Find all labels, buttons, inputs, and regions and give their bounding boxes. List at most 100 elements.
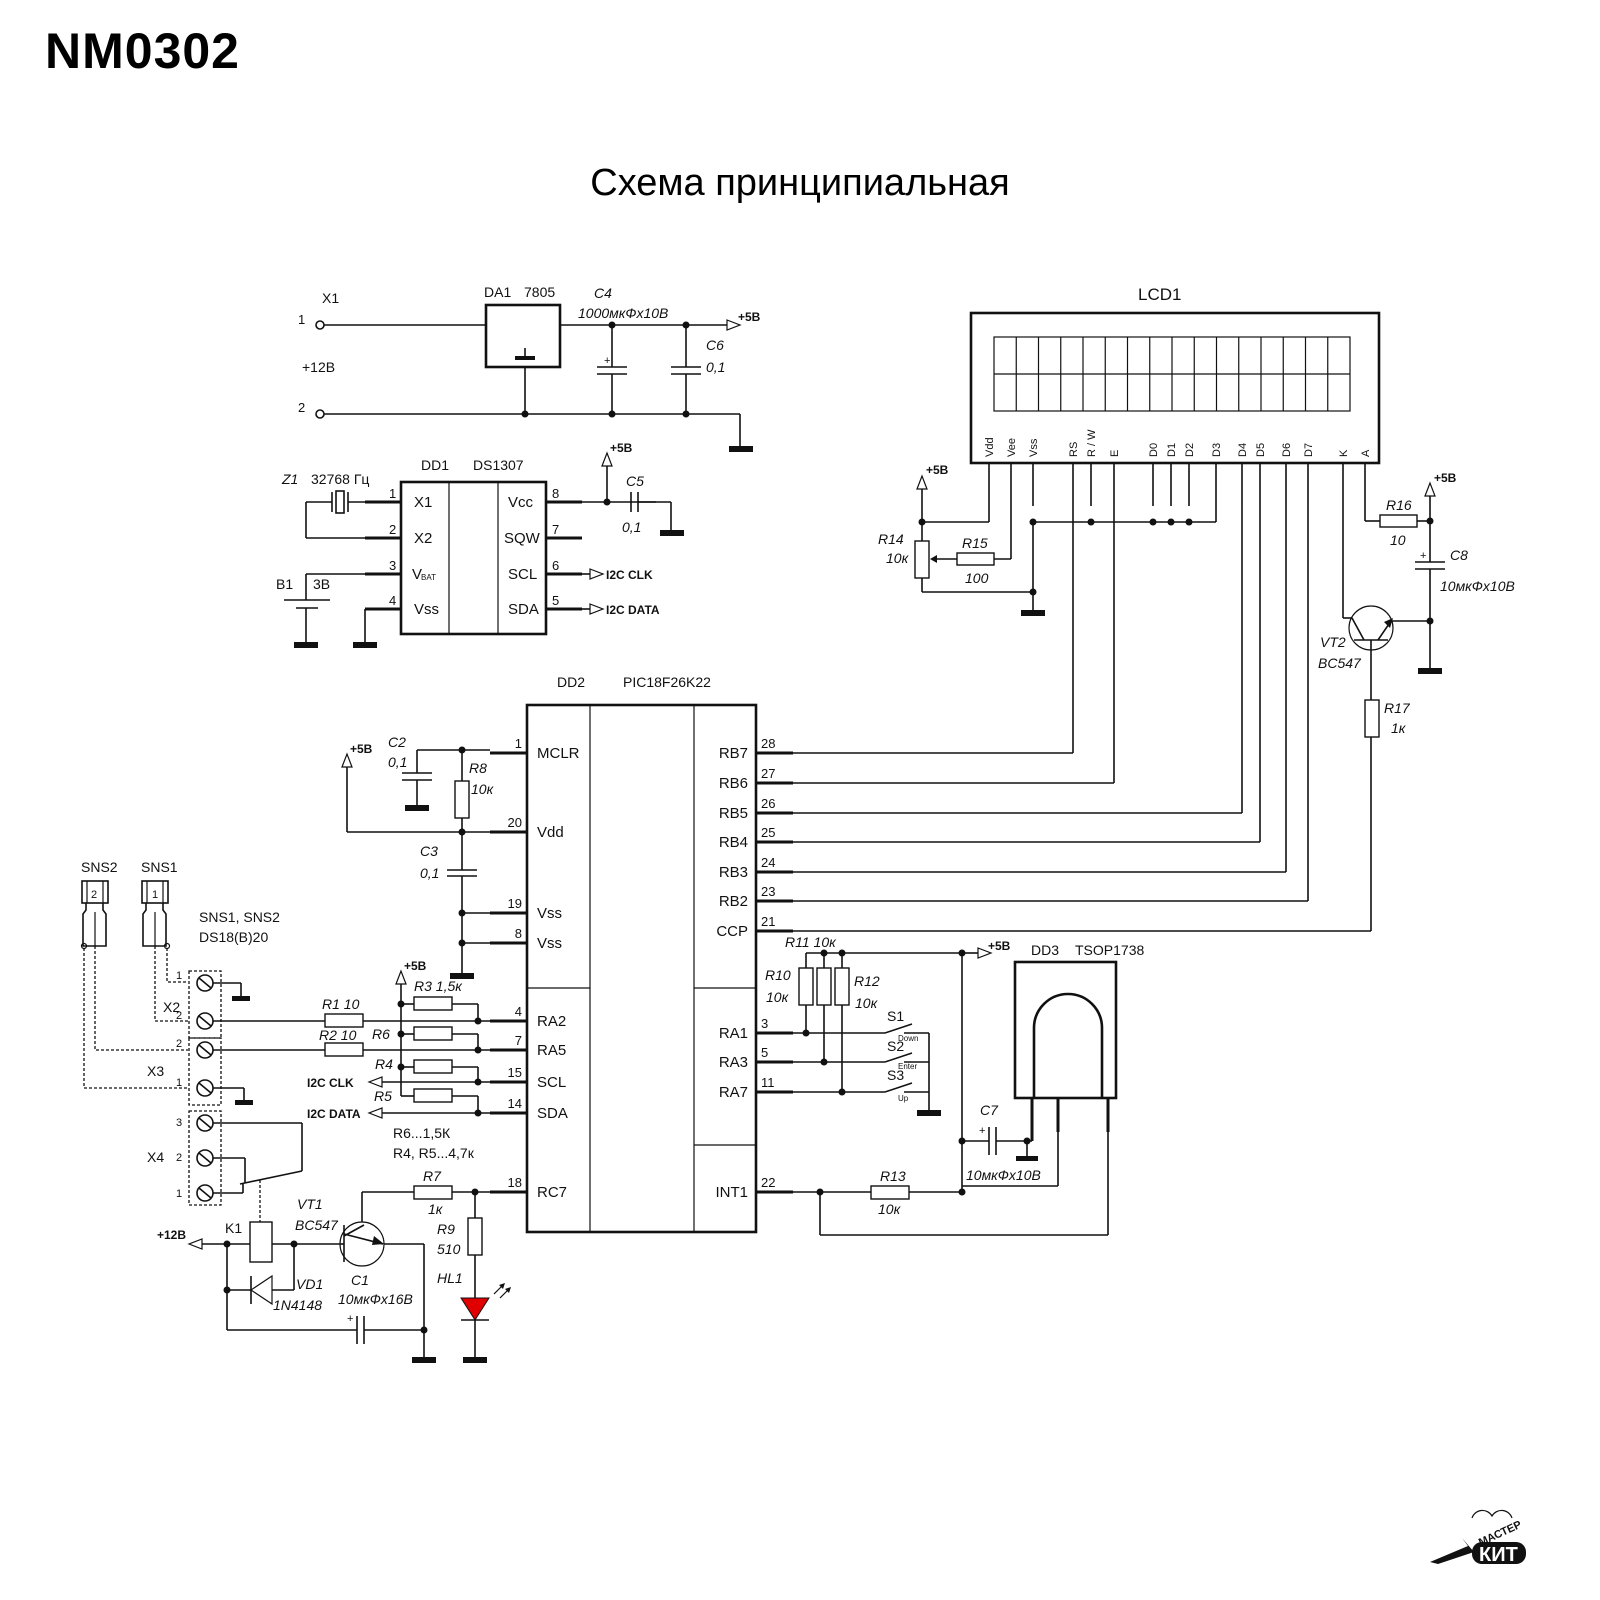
x3-ref: X3 [147, 1063, 164, 1079]
c5-value: 0,1 [622, 519, 641, 535]
r3-resistor [413, 996, 453, 1011]
lcd-ref: LCD1 [1138, 285, 1181, 304]
hl1-ref: HL1 [437, 1270, 463, 1286]
x1-pin1: 1 [298, 312, 305, 327]
lcd-pin-label: Vdd [984, 437, 996, 457]
mcu-pin-num: 19 [508, 896, 522, 911]
rtc-chip-ds1307 [399, 480, 548, 636]
mcu-pin-name: RA5 [537, 1042, 566, 1059]
lcd-pin-label: D1 [1166, 443, 1178, 457]
svg-text:+: + [347, 1313, 353, 1325]
relay-section: X4 3 2 1 K1 +12В VD1 1N414 [147, 1110, 527, 1363]
r14-ref: R14 [878, 531, 904, 547]
diode-vd1-icon [249, 1274, 273, 1306]
mcu-pin-num: 23 [761, 884, 775, 899]
sensor-note-1: SNS1, SNS2 [199, 909, 280, 925]
svg-text:+: + [979, 1125, 985, 1137]
r5-label: R5 [374, 1088, 392, 1104]
mcu-i2c-clk-net: I2C CLK [307, 1076, 354, 1090]
mcu-pin-name: SCL [537, 1074, 566, 1091]
mcu-pin-num: 7 [515, 1033, 522, 1048]
x3-pin1: 1 [176, 1077, 182, 1089]
r15-ref: R15 [962, 535, 988, 551]
c1-ref: C1 [351, 1272, 369, 1288]
k1-ref: K1 [225, 1220, 242, 1236]
i2c-clk-arrow-icon [589, 568, 605, 580]
r6-resistor [413, 1026, 453, 1041]
mcu-pin-num: 5 [761, 1045, 768, 1060]
c8-ref: C8 [1450, 547, 1468, 563]
mcu-rail-label: +5В [350, 742, 373, 756]
lcd-pin-label: RS [1068, 442, 1080, 457]
mcu-section: DD2 PIC18F26K22 1MCLR20Vdd19Vss8Vss4RA27… [341, 506, 1371, 1234]
rtc-left-pins: 1 X1 2 X2 3 V BAT 4 Vss [365, 486, 439, 618]
voltage-regulator-7805 [484, 303, 562, 369]
c6-ref: C6 [706, 337, 724, 353]
rtc-pin-name: X2 [414, 530, 432, 547]
mcu-pin-num: 8 [515, 926, 522, 941]
dd1-ref: DD1 [421, 457, 449, 473]
relay-coil-k1 [249, 1221, 273, 1263]
x1-terminal-2 [315, 409, 325, 419]
ground-icon [729, 446, 753, 452]
mcu-pin-name: SDA [537, 1105, 568, 1122]
dd2-ref: DD2 [557, 674, 585, 690]
out-rail-label: +5В [738, 310, 761, 324]
mcu-pin-name: INT1 [715, 1184, 748, 1201]
vd1-ref: VD1 [296, 1276, 323, 1292]
r7-value: 1к [428, 1201, 444, 1217]
c7-ref: C7 [980, 1102, 999, 1118]
mcu-pin-name: RB5 [719, 805, 748, 822]
x3-pin2: 2 [176, 1038, 182, 1050]
rtc-pin-num: 3 [389, 558, 396, 573]
switch-s2-icon [884, 1052, 913, 1063]
s1-ref: S1 [887, 1008, 904, 1024]
c8-value: 10мкФх10В [1440, 578, 1515, 594]
crystal-icon [335, 490, 345, 514]
dd3-part: TSOP1738 [1075, 942, 1144, 958]
vcc-5v-arrow-icon [977, 947, 993, 959]
c4-value: 1000мкФх10В [578, 305, 668, 321]
x4-pin1: 1 [176, 1188, 182, 1200]
rtc-pin-name: Vss [414, 601, 439, 618]
rtc-pin-num: 1 [389, 486, 396, 501]
sensor-note-2: DS18(B)20 [199, 929, 268, 945]
mcu-pin-num: 15 [508, 1065, 522, 1080]
lcd-character-grid [993, 336, 1351, 412]
mcu-pin-name: RC7 [537, 1184, 567, 1201]
r10-resistor [798, 967, 814, 1006]
r14-potentiometer [914, 540, 930, 579]
i2c-clk-arrow-icon [367, 1076, 383, 1088]
relay-rail-label: +12В [157, 1228, 186, 1242]
rtc-pin-num: 5 [552, 593, 559, 608]
r9-ref: R9 [437, 1221, 455, 1237]
mcu-pin-name: RB4 [719, 834, 748, 851]
dd1-part: DS1307 [473, 457, 524, 473]
mcu-chip-pic18f26k22 [525, 703, 758, 1234]
lcd-rail-left: +5В [926, 463, 949, 477]
power-supply-section: X1 1 +12В 2 DA1 7805 C4 1000мкФх10В + C [298, 284, 761, 452]
r2-label: R2 10 [319, 1027, 357, 1043]
r10-ref: R10 [765, 967, 791, 983]
r8-value: 10к [471, 781, 495, 797]
da1-part: 7805 [524, 284, 555, 300]
x1-terminal-1 [315, 320, 325, 330]
lcd-pin-label: E [1109, 450, 1121, 457]
mcu-pin-num: 4 [515, 1004, 522, 1019]
master-kit-logo: МАСТЕР КИТ [1428, 1496, 1558, 1566]
r12-ref: R12 [854, 973, 880, 989]
r7-resistor [413, 1185, 453, 1200]
vt2-ref: VT2 [1320, 634, 1346, 650]
rtc-section: DD1 DS1307 1 X1 2 X2 3 V BAT 4 Vss 8 Vcc… [276, 441, 684, 648]
vt2-part: BC547 [1318, 655, 1362, 671]
r14-value: 10к [886, 550, 910, 566]
mcu-pin-num: 18 [508, 1175, 522, 1190]
mcu-pin-num: 20 [508, 815, 522, 830]
mcu-left-pins: 1MCLR20Vdd19Vss8Vss4RA27RA515SCL14SDA18R… [490, 736, 580, 1201]
s3-ref: S3 [887, 1067, 904, 1083]
mcu-i2c-data-net: I2C DATA [307, 1107, 361, 1121]
rtc-pin-name: V [412, 566, 422, 583]
c3-value: 0,1 [420, 865, 439, 881]
x3-connector [188, 1037, 222, 1106]
x4-connector [188, 1110, 222, 1206]
